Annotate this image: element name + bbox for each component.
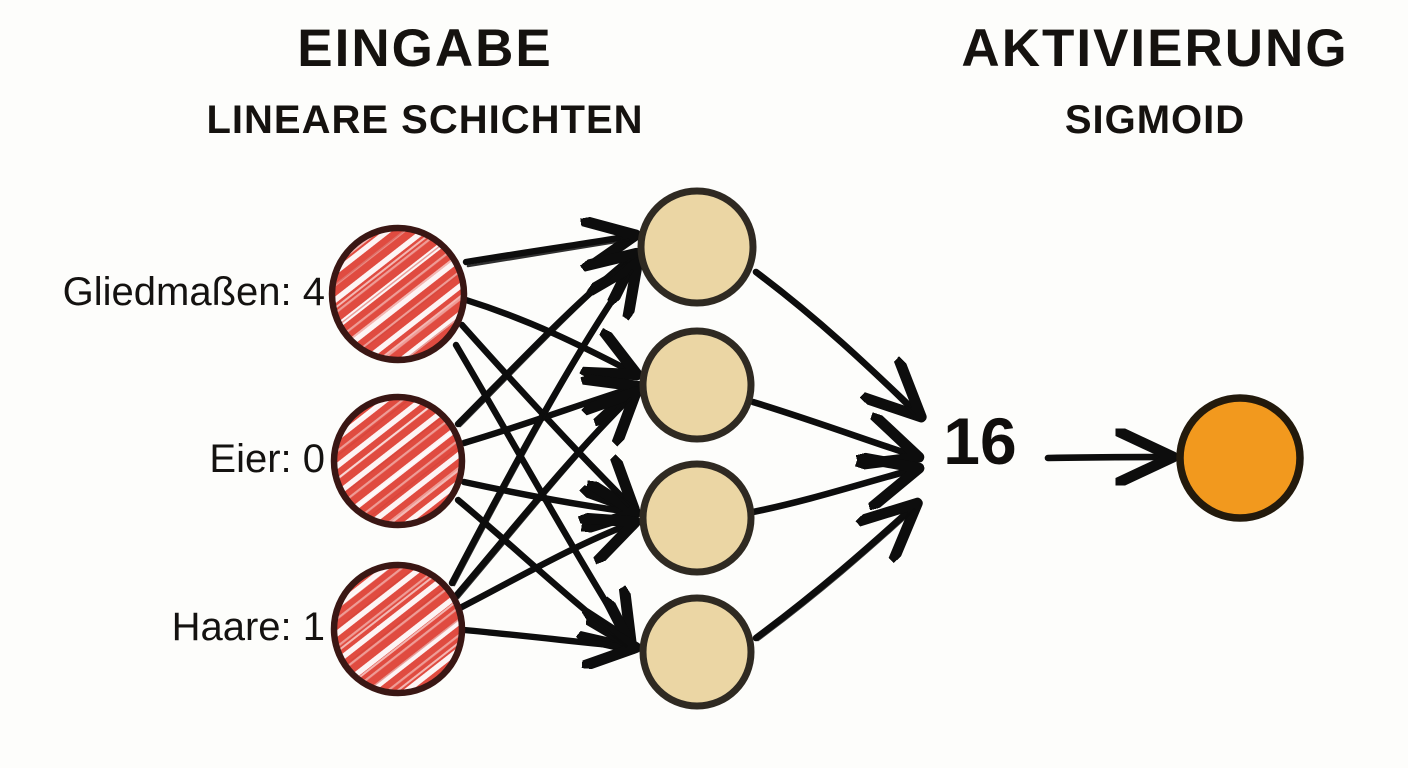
input-section-subtitle: LINEARE SCHICHTEN xyxy=(206,98,644,142)
edges-hidden-to-sum-sketch-overlay xyxy=(756,274,916,642)
edge-h4-sum xyxy=(752,508,912,642)
hidden-node-2[interactable] xyxy=(639,327,755,443)
edge-i1-h1 xyxy=(462,236,630,262)
edge-i2-h3 xyxy=(460,478,630,512)
input-layer-nodes xyxy=(328,224,468,697)
edges-hidden-to-sum xyxy=(749,268,916,642)
edge-h2-sum xyxy=(749,398,912,455)
activation-section-subtitle: SIGMOID xyxy=(1064,98,1246,142)
sum-value: 16 xyxy=(943,404,1017,478)
edge-h1-sum xyxy=(752,268,916,412)
edge-h3-sum xyxy=(749,470,912,516)
input-label-eggs: Eier: 0 xyxy=(209,437,325,481)
activation-section-title: AKTIVIERUNG xyxy=(961,19,1349,78)
hidden-node-1[interactable] xyxy=(637,187,757,307)
hidden-layer-nodes xyxy=(637,187,757,710)
edge-i3-h4 xyxy=(460,630,630,647)
edge-i3-h2 xyxy=(452,396,632,600)
input-label-hair: Haare: 1 xyxy=(171,605,325,649)
input-node-limbs[interactable] xyxy=(328,224,468,364)
edge-sum-to-output xyxy=(1044,457,1166,458)
input-node-eggs[interactable] xyxy=(330,393,466,529)
edges-input-to-hidden-sketch-overlay xyxy=(452,238,634,648)
hidden-node-4[interactable] xyxy=(639,594,755,710)
output-node-sigmoid[interactable] xyxy=(1176,394,1304,522)
input-label-limbs: Gliedmaßen: 4 xyxy=(62,270,325,314)
edge-i1-h2 xyxy=(462,296,632,372)
input-section-title: EINGABE xyxy=(297,19,553,78)
edges-input-to-hidden xyxy=(448,236,634,647)
input-node-hair[interactable] xyxy=(330,561,466,697)
edge-i3-h3 xyxy=(456,524,630,612)
hidden-node-3[interactable] xyxy=(639,460,755,576)
